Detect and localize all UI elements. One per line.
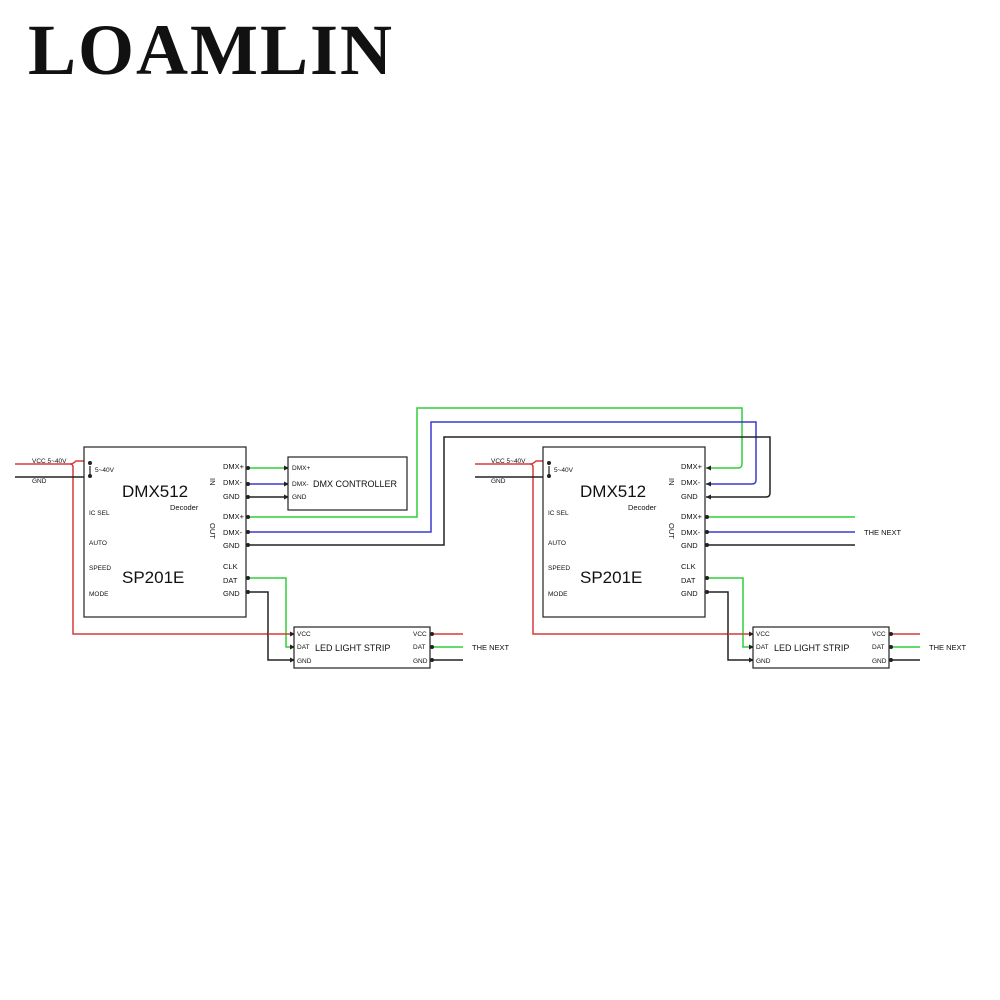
- decoder-2: VCC 5~40V GND 5~40V DMX512 Decoder SP201…: [475, 446, 728, 635]
- strip-1-out-vcc: VCC: [413, 631, 427, 638]
- decoder-1-pin-auto: AUTO: [89, 540, 107, 547]
- decoder-2-power-terminal: 5~40V: [547, 461, 574, 478]
- decoder-1-out-pin-gnd: GND: [223, 541, 240, 550]
- d2-dat-wire: [705, 577, 753, 648]
- dmx-controller-box: [287, 456, 408, 511]
- strip-1-out-dat: DAT: [413, 644, 426, 651]
- strip-2-in-vcc: VCC: [756, 631, 770, 638]
- decoder-2-next-label: THE NEXT: [864, 528, 902, 537]
- strip-2-out-dat: DAT: [872, 644, 885, 651]
- strip-2-in-gnd: GND: [756, 658, 771, 665]
- decoder-2-subtitle: Decoder: [628, 503, 657, 512]
- controller-pin-dmx-minus: DMX-: [292, 481, 309, 488]
- d2-gnd-out-wire: [705, 591, 753, 661]
- led-strip-1: VCC DAT GND LED LIGHT STRIP VCC DAT GND: [293, 626, 431, 669]
- strip-1-in-dat: DAT: [297, 644, 310, 651]
- decoder-2-in-pin-dmx-plus: DMX+: [681, 462, 703, 471]
- decoder-2-box: [542, 446, 706, 618]
- decoder-2-chip: SP201E: [580, 568, 642, 587]
- decoder-1-vcc-label: VCC 5~40V: [32, 458, 67, 465]
- brand-logo: LOAMLIN: [28, 10, 395, 90]
- decoder-2-out-pin-dmx-minus: DMX-: [681, 528, 701, 537]
- decoder-1-pin-mode: MODE: [89, 591, 109, 598]
- controller-pin-dmx-plus: DMX+: [292, 465, 310, 472]
- decoder-1-in-pin-gnd: GND: [223, 492, 240, 501]
- led-strip-1-label: LED LIGHT STRIP: [315, 643, 390, 653]
- dmx-controller-label: DMX CONTROLLER: [313, 479, 398, 489]
- decoder-2-out-label: OUT: [667, 523, 676, 539]
- decoder-2-vcc-tap: [529, 460, 543, 465]
- decoder-1-in-label: IN: [208, 478, 217, 486]
- decoder-2-pin-ic-sel: IC SEL: [548, 510, 569, 517]
- decoder-1-gnd-label: GND: [32, 478, 47, 485]
- strip-1-out-gnd: GND: [413, 658, 428, 665]
- decoder-1-pin-ic-sel: IC SEL: [89, 510, 110, 517]
- decoder-1: VCC 5~40V GND 5~40V DMX512 Decoder SP201…: [15, 446, 268, 635]
- decoder-1-out-label: OUT: [208, 523, 217, 539]
- decoder-1-subtitle: Decoder: [170, 503, 199, 512]
- strip-2-out-gnd: GND: [872, 658, 887, 665]
- decoder-1-pin-gnd-out: GND: [223, 589, 240, 598]
- d1-out-dmx-minus-bus: [246, 421, 757, 533]
- decoder-1-chip: SP201E: [122, 568, 184, 587]
- decoder-1-pin-clk: CLK: [223, 562, 238, 571]
- decoder-2-vcc-label: VCC 5~40V: [491, 458, 526, 465]
- decoder-1-out-pin-dmx-plus: DMX+: [223, 512, 245, 521]
- decoder-2-pin-gnd-out: GND: [681, 589, 698, 598]
- decoder-1-box: [83, 446, 247, 618]
- led-strip-2-label: LED LIGHT STRIP: [774, 643, 849, 653]
- decoder-2-pin-clk: CLK: [681, 562, 696, 571]
- decoder-2-pin-mode: MODE: [548, 591, 568, 598]
- d1-gnd-out-wire: [246, 591, 294, 661]
- decoder-2-in-label: IN: [667, 478, 676, 486]
- decoder-2-out-pin-dmx-plus: DMX+: [681, 512, 703, 521]
- decoder-1-vcc-tap: [69, 460, 84, 465]
- d1-out-dmx-plus-bus: [246, 407, 743, 518]
- led-strip-2: VCC DAT GND LED LIGHT STRIP VCC DAT GND: [752, 626, 890, 669]
- strip-2-in-dat: DAT: [756, 644, 769, 651]
- decoder-1-model: DMX512: [122, 482, 188, 501]
- strip-1-in-gnd: GND: [297, 658, 312, 665]
- decoder-1-in-pin-dmx-plus: DMX+: [223, 462, 245, 471]
- d1-out-gnd-bus: [246, 436, 771, 546]
- decoder-1-out-pin-dmx-minus: DMX-: [223, 528, 243, 537]
- strip-2-next-label: THE NEXT: [929, 643, 967, 652]
- decoder-1-pin-dat: DAT: [223, 576, 238, 585]
- d1-dat-wire: [246, 577, 294, 648]
- decoder-1-power-terminal: 5~40V: [88, 461, 115, 478]
- strip-2-out-vcc: VCC: [872, 631, 886, 638]
- controller-pin-gnd: GND: [292, 494, 307, 501]
- decoder-2-pin-speed: SPEED: [548, 565, 570, 572]
- decoder-1-in-pin-dmx-minus: DMX-: [223, 478, 243, 487]
- dmx-controller: DMX+ DMX- GND DMX CONTROLLER: [287, 456, 408, 511]
- decoder-2-model: DMX512: [580, 482, 646, 501]
- strip-1-in-vcc: VCC: [297, 631, 311, 638]
- decoder-1-pin-speed: SPEED: [89, 565, 111, 572]
- decoder-2-pin-dat: DAT: [681, 576, 696, 585]
- decoder-2-pin-auto: AUTO: [548, 540, 566, 547]
- decoder-2-in-pin-gnd: GND: [681, 492, 698, 501]
- decoder-1-power-pin: 5~40V: [95, 467, 115, 474]
- decoder-2-gnd-label: GND: [491, 478, 506, 485]
- strip-1-next-label: THE NEXT: [472, 643, 510, 652]
- decoder-2-in-pin-dmx-minus: DMX-: [681, 478, 701, 487]
- decoder-2-power-pin: 5~40V: [554, 467, 574, 474]
- decoder-2-out-pin-gnd: GND: [681, 541, 698, 550]
